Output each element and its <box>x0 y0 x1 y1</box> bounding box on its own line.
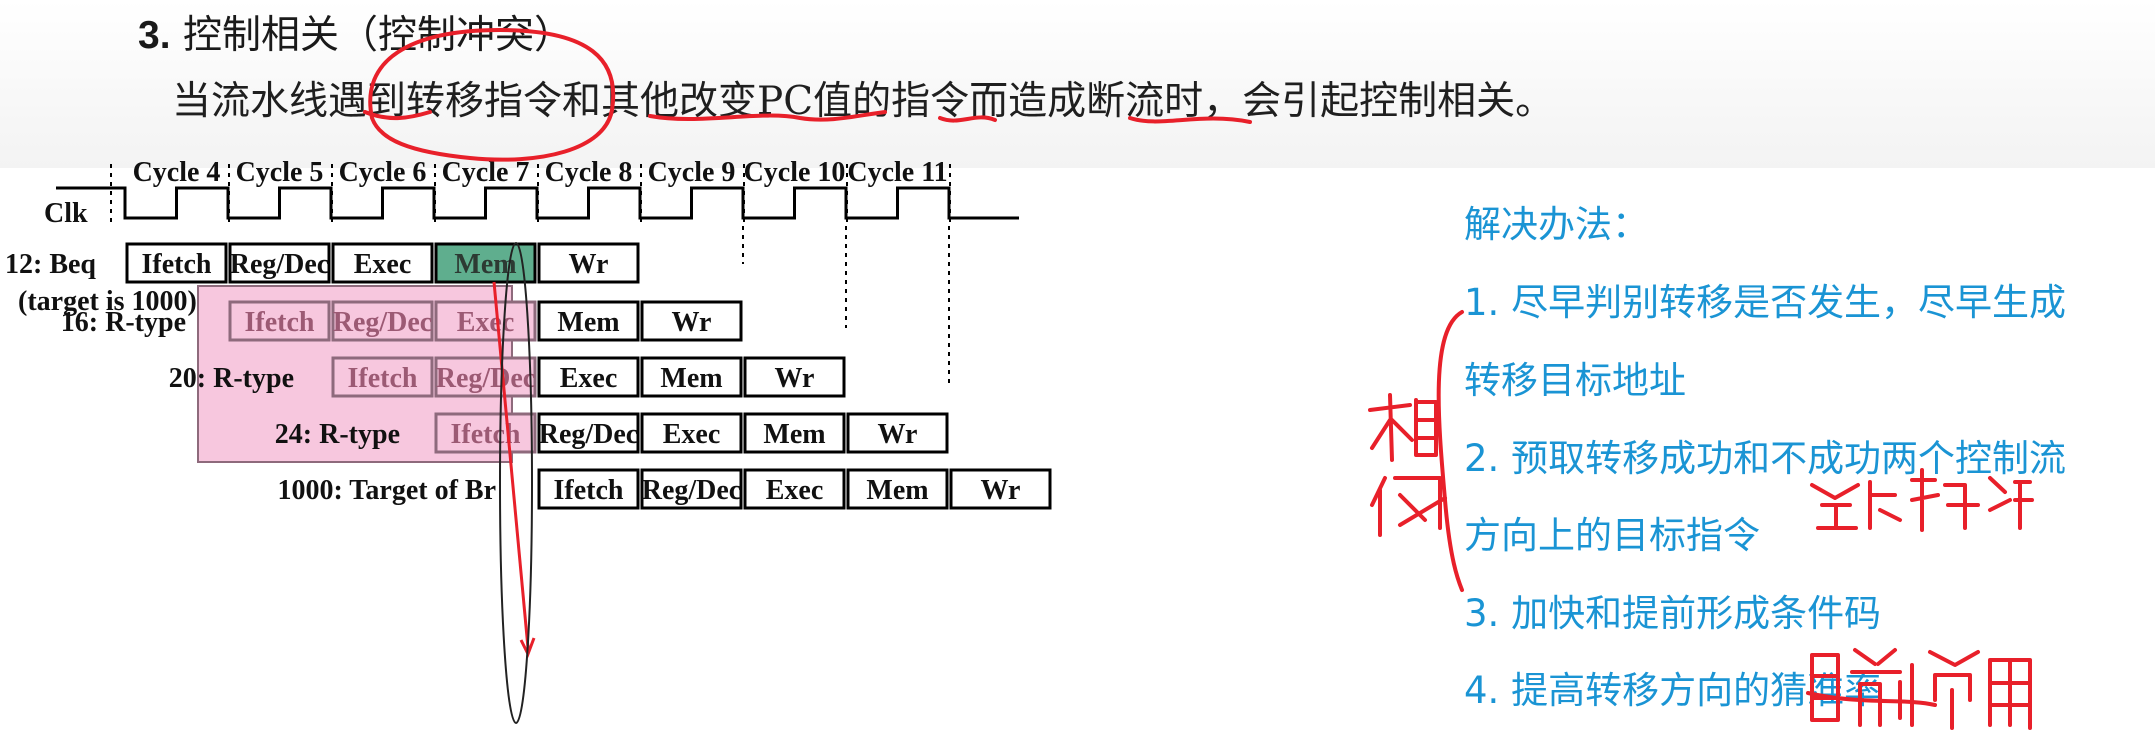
stage-label: Ifetch <box>348 363 418 394</box>
instruction-label: 20: R-type <box>169 363 294 394</box>
stage-box <box>331 300 434 342</box>
stage-label: Wr <box>672 307 712 338</box>
heading-number: 3. <box>138 14 171 57</box>
stage-box <box>434 300 537 342</box>
stage-box <box>640 300 743 342</box>
stage-label: Ifetch <box>245 307 315 338</box>
section-heading: 3. 控制相关（控制冲突） <box>138 4 573 60</box>
stage-box <box>434 356 537 398</box>
stage-label: Reg/Dec <box>642 475 742 506</box>
stage-box <box>228 300 331 342</box>
stage-box <box>743 412 846 454</box>
stage-label: Wr <box>569 249 609 280</box>
stage-label: Exec <box>766 475 824 506</box>
cycle-label: Cycle 11 <box>847 157 947 188</box>
stage-box <box>640 356 743 398</box>
solution-line-5: 3. 加快和提前形成条件码 <box>1464 592 1882 635</box>
cycle-8-boundary-ellipse <box>499 242 533 724</box>
stage-label: Wr <box>981 475 1021 506</box>
stage-box <box>640 412 743 454</box>
stage-box <box>537 468 640 510</box>
stage-box <box>846 468 949 510</box>
stage-label: Wr <box>878 419 918 450</box>
stage-label: Ifetch <box>142 249 212 280</box>
instruction-label: 16: R-type <box>61 307 186 338</box>
stage-label: Reg/Dec <box>436 363 536 394</box>
cycle-label: Cycle 7 <box>442 157 530 188</box>
cycle-label: Cycle 5 <box>236 157 324 188</box>
stage-box <box>640 468 743 510</box>
pipeline-diagram: Cycle 4 Cycle 5 Cycle 6 Cycle 7 Cycle 8 Cycle… <box>5 157 1438 726</box>
stage-label: Mem <box>660 363 722 394</box>
stage-box <box>949 468 1052 510</box>
cycle-label: Cycle 10 <box>744 157 846 188</box>
solution-line-6: 4. 提高转移方向的猜准率 <box>1464 669 1882 712</box>
stage-label: Reg/Dec <box>333 307 433 338</box>
stage-label: Reg/Dec <box>539 419 639 450</box>
solutions-title: 解决办法： <box>1464 203 1649 246</box>
stage-label: Wr <box>775 363 815 394</box>
stage-box <box>125 242 228 284</box>
clock-label: Clk <box>44 198 88 229</box>
stage-box <box>537 356 640 398</box>
cycle-label: Cycle 6 <box>339 157 427 188</box>
ink-bracket <box>1436 310 1464 592</box>
stage-label: Ifetch <box>554 475 624 506</box>
solution-line-3: 2. 预取转移成功和不成功两个控制流 <box>1464 437 2067 480</box>
stage-box <box>228 242 331 284</box>
stage-box <box>743 356 846 398</box>
branch-arrow-line <box>492 281 530 649</box>
stage-label: Mem <box>866 475 928 506</box>
heading-title: 控制相关（控制冲突） <box>182 13 573 58</box>
solution-line-1: 1. 尽早判别转移是否发生，尽早生成 <box>1464 281 2067 324</box>
solution-line-2: 转移目标地址 <box>1464 359 1686 402</box>
instruction-sublabel: (target is 1000) <box>18 286 197 317</box>
cycle-label: Cycle 9 <box>648 157 736 188</box>
cycle-label: Cycle 4 <box>133 157 221 188</box>
cycle-label: Cycle 8 <box>545 157 633 188</box>
instruction-label: 12: Beq <box>5 249 96 280</box>
pipeline-svg: Cycle 4 Cycle 5 Cycle 6 Cycle 7 Cycle 8 Cycle… <box>5 157 1052 724</box>
stage-label: Mem <box>557 307 619 338</box>
instruction-label: 24: R-type <box>275 419 400 450</box>
description-text: 当流水线遇到转移指令和其他改变PC值的指令而造成断流时，会引起控制相关。 <box>172 79 1555 124</box>
stage-box <box>846 412 949 454</box>
stage-label: Reg/Dec <box>230 249 330 280</box>
stage-label: Mem <box>454 249 516 280</box>
clock-waveform <box>56 186 1019 220</box>
stage-box <box>331 242 434 284</box>
stage-label: Mem <box>763 419 825 450</box>
stage-box <box>537 412 640 454</box>
solution-line-4: 方向上的目标指令 <box>1464 514 1760 557</box>
stage-label: Exec <box>560 363 618 394</box>
stage-label: Exec <box>354 249 412 280</box>
stage-box <box>537 300 640 342</box>
stage-label: Exec <box>663 419 721 450</box>
stage-box <box>434 242 537 284</box>
header-band <box>0 0 2155 168</box>
stage-box <box>743 468 846 510</box>
stage-box <box>537 242 640 284</box>
stage-box <box>331 356 434 398</box>
instruction-label: 1000: Target of Br <box>277 475 496 506</box>
stage-box <box>434 412 537 454</box>
